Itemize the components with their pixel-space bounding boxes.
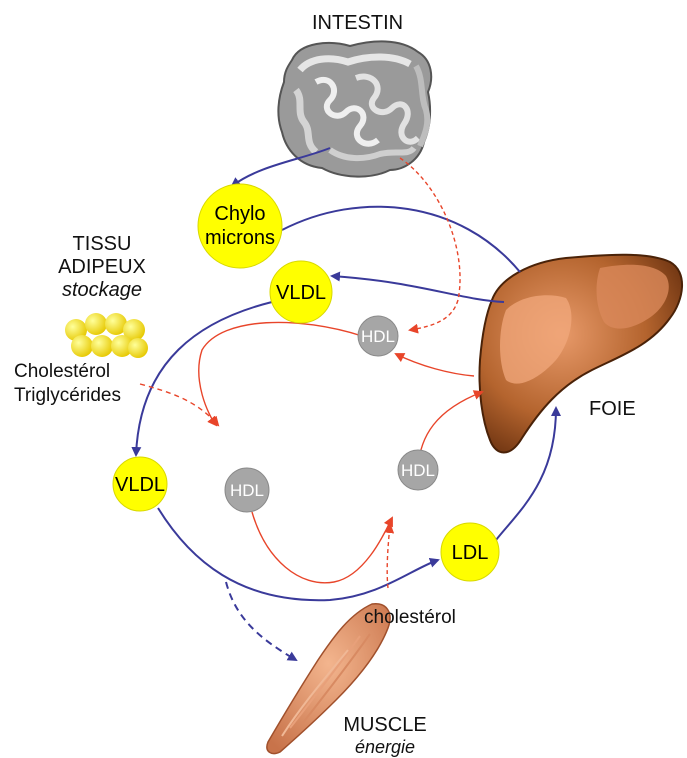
vldl-to-ldl-arrow bbox=[158, 508, 438, 600]
ldl-node: LDL bbox=[441, 523, 499, 581]
liver-to-hdl-arrow bbox=[396, 354, 474, 376]
vldl-label-upper: VLDL bbox=[276, 282, 326, 304]
intestine-to-hdl-dashed-arrow bbox=[400, 158, 460, 330]
hdl-node-liver: HDL bbox=[358, 316, 398, 356]
intestine-illustration bbox=[278, 41, 431, 176]
chylomicrons-node: Chylo microns bbox=[198, 184, 282, 268]
cholesterol-to-hdl-dashed-arrow bbox=[387, 525, 390, 588]
hdl-node-right: HDL bbox=[398, 450, 438, 490]
vldl-node-upper: VLDL bbox=[270, 261, 332, 323]
chylomicrons-to-liver-path bbox=[282, 207, 520, 272]
vldl-to-lower-vldl-arrow bbox=[136, 302, 272, 455]
adipose-to-hdl-dashed-arrow bbox=[140, 384, 218, 425]
tissu-label-line2: ADIPEUX bbox=[56, 256, 148, 279]
hdl-to-hdl-arrow bbox=[199, 322, 362, 425]
ldl-label: LDL bbox=[452, 542, 489, 564]
hdl-label-right: HDL bbox=[401, 461, 435, 480]
chylomicrons-label-line2: microns bbox=[205, 227, 275, 249]
muscle-label: MUSCLE énergie bbox=[330, 714, 440, 758]
vldl-label-lower: VLDL bbox=[115, 474, 165, 496]
hdl-node-left: HDL bbox=[225, 468, 269, 512]
cholesterol-muscle-label: cholestérol bbox=[364, 607, 456, 629]
adipose-fat-cells bbox=[65, 313, 148, 358]
foie-label: FOIE bbox=[589, 398, 636, 421]
hdl-label-left: HDL bbox=[230, 481, 264, 500]
hdl-to-hdl-loop bbox=[252, 512, 392, 583]
energie-label: énergie bbox=[330, 737, 440, 758]
liver-to-vldl-arrow bbox=[332, 276, 504, 302]
red-pathways bbox=[140, 158, 482, 588]
hdl-label-liver: HDL bbox=[361, 327, 395, 346]
muscle-label-line1: MUSCLE bbox=[330, 714, 440, 737]
tissu-adipeux-label: TISSU ADIPEUX stockage bbox=[56, 233, 148, 302]
triglycerides-label: Triglycérides bbox=[14, 385, 121, 407]
chylomicrons-label-line1: Chylo bbox=[214, 203, 265, 225]
vldl-to-muscle-dashed-arrow bbox=[226, 582, 296, 660]
liver-illustration bbox=[479, 255, 682, 453]
tissu-label-line1: TISSU bbox=[56, 233, 148, 256]
cholesterol-label: Cholestérol bbox=[14, 361, 110, 383]
intestin-label: INTESTIN bbox=[312, 12, 403, 35]
stockage-label: stockage bbox=[56, 279, 148, 302]
vldl-node-lower: VLDL bbox=[113, 457, 167, 511]
